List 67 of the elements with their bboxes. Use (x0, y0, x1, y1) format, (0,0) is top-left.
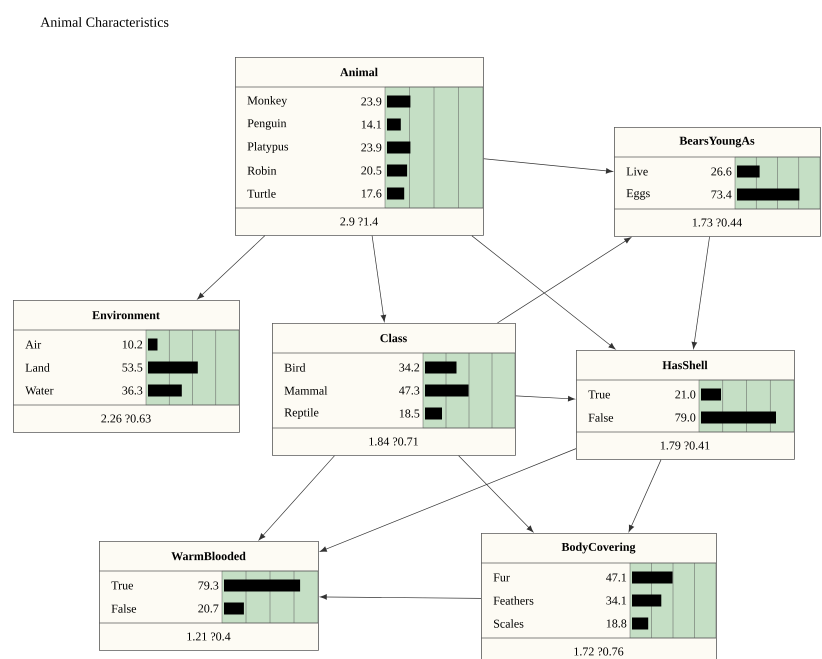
probability-value: 34.2 (399, 363, 420, 372)
probability-value: 21.0 (675, 390, 696, 399)
state-name: Live (626, 167, 648, 176)
probability-value: 53.5 (122, 363, 142, 372)
state-name: True (588, 390, 610, 398)
node-title: Animal (340, 68, 378, 76)
node-summary: 1.73 ?0.44 (692, 218, 742, 227)
state-name: Mammal (284, 386, 328, 395)
state-name: True (111, 582, 134, 590)
node-summary: 1.84 ?0.71 (369, 437, 418, 446)
probability-value: 47.1 (606, 573, 626, 582)
probability-value: 18.5 (400, 409, 420, 418)
node-title: Environment (92, 310, 160, 320)
state-name: Air (25, 340, 42, 348)
probability-value: 36.3 (122, 386, 142, 395)
arrow (320, 448, 576, 552)
state-name: False (588, 413, 614, 422)
arrow (472, 235, 616, 350)
node-title: HasShell (662, 360, 708, 370)
node-summary: 1.21 ?0.4 (187, 632, 230, 641)
arrow (320, 594, 482, 600)
arrow (628, 459, 662, 532)
node-summary: 1.79 ?0.41 (660, 441, 710, 450)
probability-value: 18.8 (606, 619, 626, 628)
probability-value: 17.6 (362, 189, 382, 198)
probability-value: 26.6 (711, 167, 732, 176)
arrow (458, 455, 534, 532)
probability-value: 20.7 (198, 604, 218, 613)
probability-value: 23.9 (361, 97, 382, 106)
arrow (258, 455, 335, 540)
state-name: Water (25, 386, 54, 395)
node-summary: 2.9 ?1.4 (340, 217, 378, 226)
state-name: Monkey (248, 96, 288, 107)
arrow (692, 236, 710, 349)
arrow (483, 158, 613, 174)
state-name: Robin (248, 166, 276, 175)
arrow (515, 396, 575, 402)
node-title: BodyCovering (562, 542, 636, 554)
arrow (497, 237, 632, 324)
arrow (372, 235, 386, 322)
diagram-title: Animal Characteristics (40, 17, 168, 27)
probability-value: 10.2 (122, 340, 142, 349)
probability-value: 20.5 (361, 166, 382, 175)
state-name: Penguin (248, 119, 286, 130)
probability-value: 79.3 (198, 581, 218, 590)
state-name: Fur (494, 574, 510, 582)
state-name: Platypus (248, 142, 288, 153)
probability-value: 79.0 (676, 413, 696, 422)
node-title: BearsYoungAs (680, 136, 754, 148)
probability-value: 47.3 (399, 386, 420, 395)
node-title: WarmBlooded (171, 552, 246, 560)
state-name: Scales (494, 619, 524, 628)
arrow (197, 235, 266, 300)
probability-value: 34.1 (606, 596, 626, 605)
node-summary: 1.72 ?0.76 (574, 647, 624, 656)
state-name: Feathers (494, 596, 534, 605)
state-name: Reptile (284, 408, 318, 419)
probability-value: 23.9 (361, 143, 382, 152)
state-name: Eggs (626, 189, 650, 200)
probability-value: 73.4 (712, 190, 732, 199)
state-name: Bird (284, 363, 306, 372)
probability-value: 14.1 (362, 120, 382, 129)
state-name: False (112, 604, 136, 613)
node-title: Class (380, 334, 407, 342)
node-summary: 2.26 ?0.63 (101, 414, 151, 423)
state-name: Turtle (247, 189, 276, 198)
state-name: Land (26, 363, 50, 372)
